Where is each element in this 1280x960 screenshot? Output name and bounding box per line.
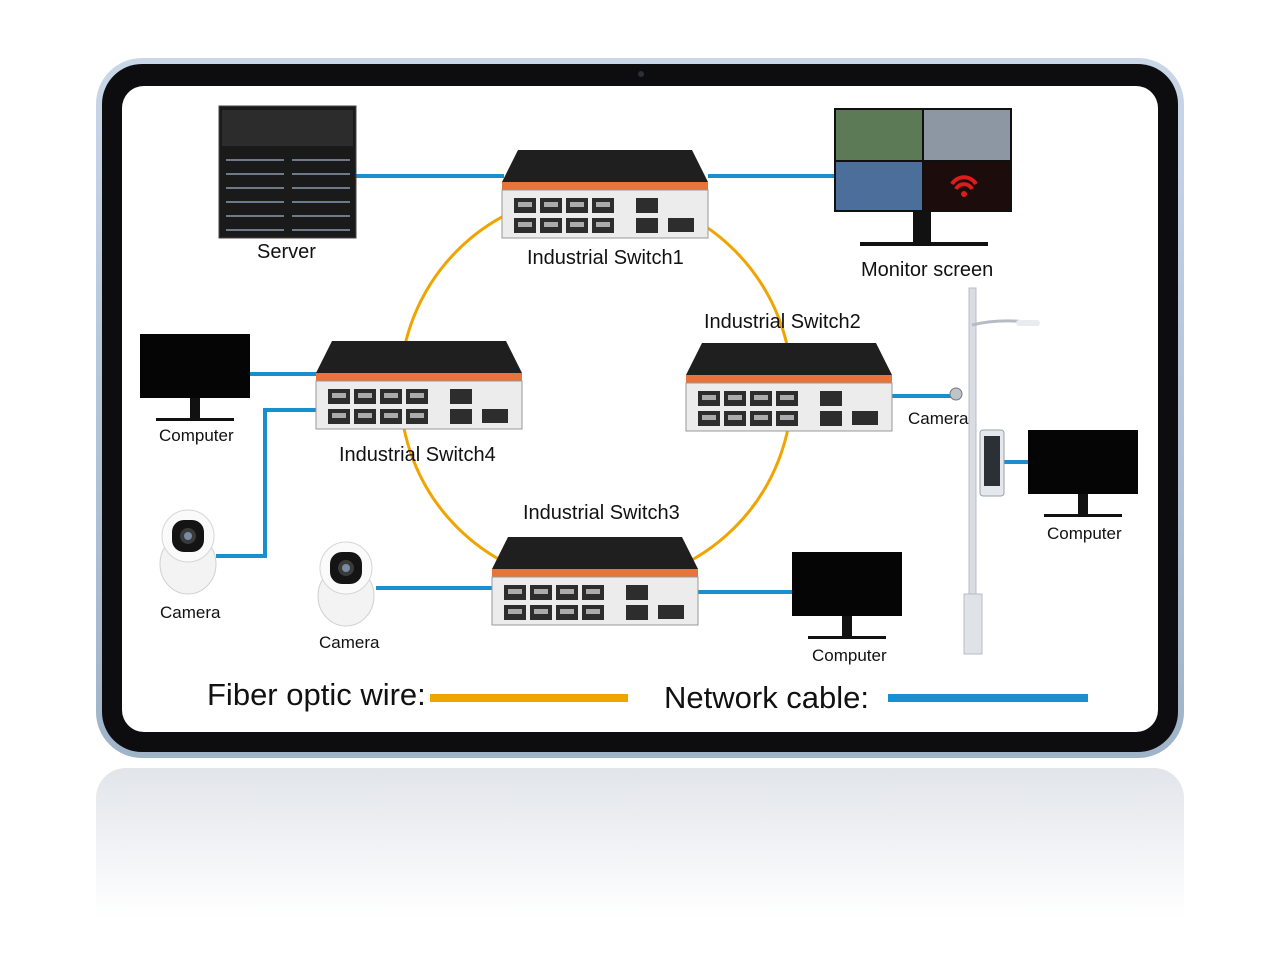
legend-network-label: Network cable: xyxy=(664,680,870,715)
smart-pole-icon xyxy=(949,287,1040,655)
camera-pole-label: Camera xyxy=(908,409,969,428)
computer-right-label: Computer xyxy=(1047,524,1122,543)
security-camera-mid-icon xyxy=(317,541,375,627)
computer-monitor-left-icon xyxy=(140,334,250,421)
front-camera-icon xyxy=(638,71,644,77)
server-rack-icon xyxy=(218,105,357,239)
industrial-switch1-icon xyxy=(501,149,709,239)
server-label: Server xyxy=(257,241,316,263)
computer-monitor-right-icon xyxy=(1028,430,1138,517)
monitor-icon xyxy=(834,108,1012,246)
industrial-switch2-icon xyxy=(685,342,893,432)
switch3-label: Industrial Switch3 xyxy=(523,502,680,524)
cable-camera-switch4 xyxy=(216,408,318,558)
wifi-icon xyxy=(950,175,978,191)
industrial-switch3-icon xyxy=(491,536,699,626)
switch2-label: Industrial Switch2 xyxy=(704,311,861,333)
switch4-label: Industrial Switch4 xyxy=(339,444,496,466)
monitor-label: Monitor screen xyxy=(861,259,994,281)
network-cables xyxy=(216,174,1028,594)
industrial-switch4-icon xyxy=(315,340,523,430)
security-camera-left-icon xyxy=(159,509,217,595)
pole-camera-icon xyxy=(949,387,963,401)
computer-bottom-label: Computer xyxy=(812,646,887,665)
tablet-reflection xyxy=(96,768,1184,918)
switch1-label: Industrial Switch1 xyxy=(527,247,684,269)
computer-monitor-bottom-icon xyxy=(792,552,902,639)
legend-fiber-label: Fiber optic wire: xyxy=(207,677,426,712)
camera-mid-label: Camera xyxy=(319,633,380,652)
camera-left-label: Camera xyxy=(160,603,221,622)
computer-left-label: Computer xyxy=(159,426,234,445)
